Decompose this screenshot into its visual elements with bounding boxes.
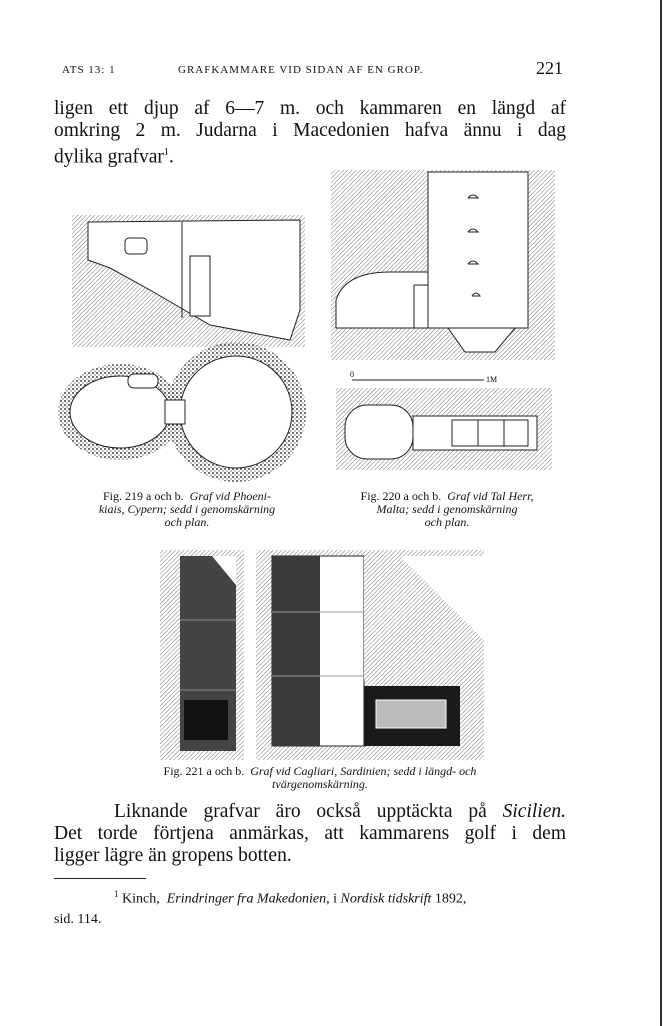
caption-fig-219: Fig. 219 a och b. Graf vid Phoeni- kiais… — [98, 489, 276, 529]
caption-fig-221: Fig. 221 a och b. Graf vid Cagliari, Sar… — [163, 764, 477, 791]
running-title: GRAFKAMMARE VID SIDAN AF EN GROP. — [178, 64, 424, 76]
text-line: ligger lägre än gropens botten. — [54, 845, 292, 866]
paragraph-2: Liknande grafvar äro också upptäckta på … — [54, 801, 566, 867]
scale-end: 1M — [486, 375, 497, 384]
page-edge — [660, 0, 662, 1026]
page-number: 221 — [536, 58, 563, 78]
fig-220b-plan — [336, 388, 552, 470]
fig-221b-section — [256, 550, 484, 760]
figures-illustration: 0 1M — [58, 170, 555, 760]
text-line: ligen ett djup af 6—7 m. och kammaren en… — [54, 98, 566, 119]
text-line: Liknande grafvar äro också upptäckta på … — [114, 801, 566, 822]
footnote-rule — [54, 878, 146, 879]
scale-bar: 0 1M — [350, 370, 497, 384]
text-line: omkring 2 m. Judarna i Macedonien hafva … — [54, 120, 566, 141]
fig-219b-plan — [58, 342, 306, 482]
header-left: ATS 13: 1 — [62, 64, 116, 76]
text-line: dylika grafvar1. — [54, 146, 174, 168]
footnote: 1 Kinch, Erindringer fra Makedonien, i N… — [54, 884, 566, 930]
scale-start: 0 — [350, 370, 354, 379]
caption-fig-220: Fig. 220 a och b. Graf vid Tal Herr, Mal… — [360, 489, 534, 529]
text-line: Det torde förtjena anmärkas, att kammare… — [54, 823, 566, 844]
footnote-line: sid. 114. — [54, 911, 102, 927]
fig-219a-section — [72, 215, 305, 347]
fig-220a-section — [331, 170, 555, 360]
fig-221a-section — [160, 550, 244, 760]
footnote-line: 1 Kinch, Erindringer fra Makedonien, i N… — [114, 889, 467, 907]
paragraph-1: ligen ett djup af 6—7 m. och kammaren en… — [54, 98, 566, 169]
footnote-ref[interactable]: 1 — [163, 147, 169, 158]
